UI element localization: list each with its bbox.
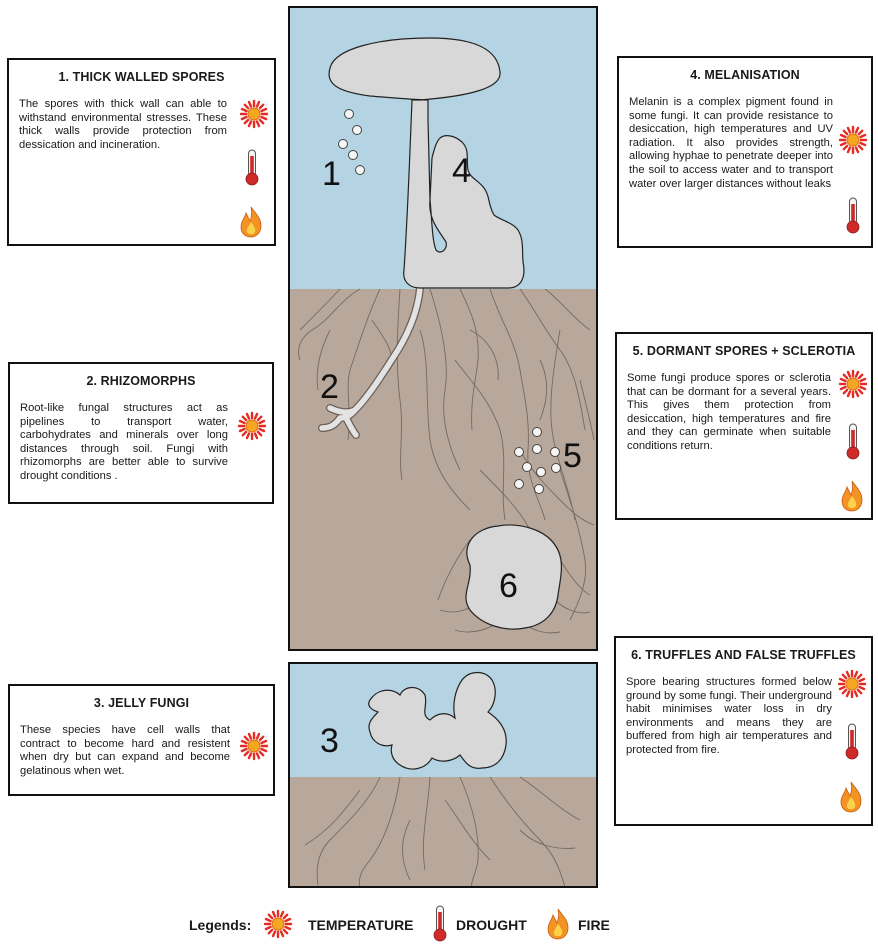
box-truffles: 6. TRUFFLES AND FALSE TRUFFLES Spore bea… [614, 636, 873, 826]
legend-drought: DROUGHT [456, 917, 527, 933]
fire-icon [838, 780, 864, 814]
box-title: 1. THICK WALLED SPORES [9, 70, 274, 84]
temperature-icon [262, 908, 294, 940]
scene-label-3: 3 [320, 722, 339, 760]
scene-label-1: 1 [322, 155, 341, 193]
legend-temperature: TEMPERATURE [308, 917, 414, 933]
scene-label-2: 2 [320, 368, 339, 406]
legend: Legends: TEMPERATURE DROUGHT FIRE [0, 907, 878, 941]
box-body: Spore bearing structures formed below gr… [626, 676, 832, 758]
box-body: The spores with thick wall can able to w… [19, 98, 227, 152]
top-panel: 1 4 2 5 6 [289, 7, 597, 650]
fire-icon [238, 205, 264, 239]
scene-label-5: 5 [563, 437, 582, 475]
box-body: Root-like fungal structures act as pipel… [20, 402, 228, 484]
box-title: 2. RHIZOMORPHS [10, 374, 272, 388]
drought-icon [843, 422, 863, 462]
bottom-panel: 3 [289, 663, 597, 887]
box-thick-walled-spores: 1. THICK WALLED SPORES The spores with t… [7, 58, 276, 246]
box-body: Some fungi produce spores or sclerotia t… [627, 372, 831, 454]
box-title: 6. TRUFFLES AND FALSE TRUFFLES [616, 648, 871, 662]
box-title: 4. MELANISATION [619, 68, 871, 82]
fire-icon [545, 907, 571, 941]
fire-icon [839, 479, 865, 513]
temperature-icon [837, 124, 869, 156]
drought-icon [242, 148, 262, 188]
box-title: 3. JELLY FUNGI [10, 696, 273, 710]
temperature-icon [837, 368, 869, 400]
temperature-icon [236, 410, 268, 442]
legend-fire: FIRE [578, 917, 610, 933]
box-body: Melanin is a complex pigment found in so… [629, 96, 833, 191]
box-body: These species have cell walls that contr… [20, 724, 230, 778]
temperature-icon [836, 668, 868, 700]
box-dormant-spores: 5. DORMANT SPORES + SCLEROTIA Some fungi… [615, 332, 873, 520]
drought-icon [842, 722, 862, 762]
box-jelly-fungi: 3. JELLY FUNGI These species have cell w… [8, 684, 275, 796]
temperature-icon [238, 98, 270, 130]
box-rhizomorphs: 2. RHIZOMORPHS Root-like fungal structur… [8, 362, 274, 504]
drought-icon [430, 904, 450, 944]
legend-heading: Legends: [189, 917, 251, 933]
drought-icon [843, 196, 863, 236]
box-melanisation: 4. MELANISATION Melanin is a complex pig… [617, 56, 873, 248]
scene-label-4: 4 [452, 152, 471, 190]
scene-label-6: 6 [499, 567, 518, 605]
temperature-icon [238, 730, 270, 762]
box-title: 5. DORMANT SPORES + SCLEROTIA [617, 344, 871, 358]
